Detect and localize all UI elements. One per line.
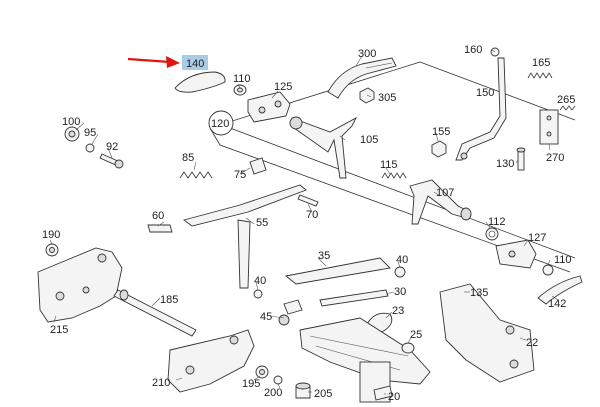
part-210[interactable] (167, 329, 255, 393)
part-45[interactable] (278, 299, 303, 326)
part-265[interactable] (559, 105, 576, 111)
part-130[interactable] (516, 147, 526, 171)
part-215[interactable] (37, 247, 123, 323)
part-125[interactable] (247, 91, 291, 123)
part-20[interactable] (373, 385, 393, 401)
label-20: 20 (388, 391, 400, 403)
part-35[interactable] (284, 257, 391, 285)
label-100: 100 (62, 116, 80, 128)
label-40a: 40 (254, 275, 266, 287)
label-112: 112 (488, 216, 506, 228)
part-85[interactable] (179, 171, 213, 179)
label-165: 165 (532, 57, 550, 69)
label-107: 107 (436, 187, 454, 199)
label-205: 205 (314, 388, 332, 400)
label-110b: 110 (554, 254, 572, 266)
label-60: 60 (152, 210, 164, 222)
label-45: 45 (260, 311, 272, 323)
label-210: 210 (152, 377, 170, 389)
part-300[interactable] (327, 57, 397, 99)
part-155[interactable] (431, 140, 447, 158)
part-142[interactable] (537, 275, 583, 305)
label-185: 185 (160, 294, 178, 306)
label-125: 125 (274, 81, 292, 93)
part-92[interactable] (99, 153, 124, 169)
part-110b[interactable] (542, 264, 554, 276)
label-30: 30 (394, 286, 406, 298)
part-127[interactable] (495, 239, 537, 269)
label-190: 190 (42, 229, 60, 241)
part-140[interactable] (174, 71, 226, 93)
part-165[interactable] (527, 72, 553, 79)
label-55: 55 (256, 217, 268, 229)
label-135: 135 (470, 287, 488, 299)
label-95: 95 (84, 127, 96, 139)
label-127: 127 (528, 232, 546, 244)
part-105[interactable] (289, 116, 358, 179)
label-92: 92 (106, 141, 118, 153)
callout-120: 120 (208, 110, 234, 136)
part-107[interactable] (409, 179, 472, 225)
label-115: 115 (380, 159, 398, 171)
label-300: 300 (358, 48, 376, 60)
part-75[interactable] (249, 157, 267, 175)
part-110a[interactable] (233, 84, 247, 96)
label-305: 305 (378, 92, 396, 104)
label-215: 215 (50, 324, 68, 336)
part-112[interactable] (485, 227, 499, 241)
label-35: 35 (318, 250, 330, 262)
part-40a[interactable] (253, 289, 263, 299)
label-110a: 110 (233, 73, 251, 85)
label-70: 70 (306, 209, 318, 221)
part-270[interactable] (539, 109, 559, 145)
part-22[interactable] (439, 283, 535, 383)
label-150: 150 (476, 87, 494, 99)
part-150[interactable] (455, 57, 507, 161)
part-70[interactable] (297, 194, 319, 207)
label-160: 160 (464, 44, 482, 56)
part-190[interactable] (45, 243, 59, 257)
label-75: 75 (234, 169, 246, 181)
label-200: 200 (264, 387, 282, 399)
part-185[interactable] (113, 289, 197, 337)
label-265: 265 (557, 94, 575, 106)
part-55[interactable] (182, 184, 307, 289)
part-205[interactable] (295, 382, 311, 399)
part-200[interactable] (273, 375, 283, 385)
label-22: 22 (526, 337, 538, 349)
part-labels: 300 160 165 110 125 305 150 265 100 95 9… (42, 44, 575, 403)
label-270: 270 (546, 152, 564, 164)
label-105: 105 (360, 134, 378, 146)
svg-text:120: 120 (211, 118, 229, 130)
label-142: 142 (548, 298, 566, 310)
label-195: 195 (242, 378, 260, 390)
leader-lines (49, 49, 559, 395)
part-100[interactable] (64, 126, 80, 142)
part-305[interactable] (359, 87, 375, 104)
part-30[interactable] (319, 289, 389, 307)
label-155: 155 (432, 126, 450, 138)
label-140: 140 (186, 58, 204, 70)
part-95[interactable] (85, 143, 95, 153)
part-115[interactable] (381, 172, 407, 179)
label-85: 85 (182, 152, 194, 164)
label-23: 23 (392, 305, 404, 317)
part-195[interactable] (255, 365, 269, 379)
label-25: 25 (410, 329, 422, 341)
part-25[interactable] (401, 342, 415, 354)
part-60[interactable] (147, 224, 173, 233)
part-40b[interactable] (394, 266, 406, 278)
label-130: 130 (496, 158, 514, 170)
red-arrow-icon (127, 56, 180, 68)
label-40b: 40 (396, 254, 408, 266)
highlight-box (182, 55, 208, 70)
